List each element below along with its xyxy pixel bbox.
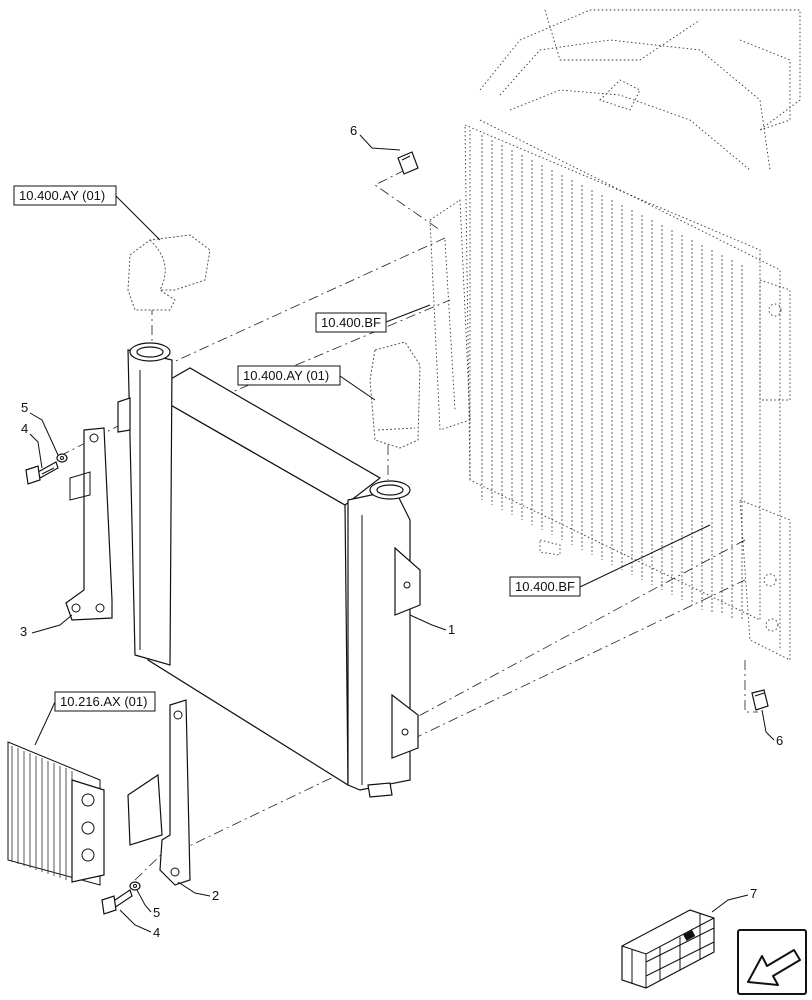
callout-5-left: 5 [21, 400, 28, 415]
svg-text:10.400.BF: 10.400.BF [321, 315, 381, 330]
callout-1: 1 [448, 622, 455, 637]
callout-6-right: 6 [776, 733, 783, 748]
alignment-lines [59, 169, 758, 881]
parts-kit-crate-icon [621, 909, 715, 989]
bracket-lower[interactable] [127, 699, 191, 886]
leader-hose-upper [115, 195, 161, 241]
callout-2: 2 [212, 888, 219, 903]
bolt-bottom [101, 889, 133, 915]
radiator-fins [481, 135, 743, 620]
leader-radiator-upper [385, 304, 431, 323]
clip-right [751, 689, 769, 711]
leader-condenser [34, 701, 56, 746]
charge-air-cooler[interactable] [117, 342, 421, 798]
previous-page-arrow-icon[interactable] [737, 929, 807, 995]
ref-radiator-lower[interactable]: 10.400.BF [509, 576, 581, 597]
washer-left [56, 453, 68, 463]
leader-hose-lower [339, 375, 376, 401]
bolt-left [25, 461, 59, 485]
callout-4-bottom: 4 [153, 925, 160, 940]
callout-6-top: 6 [350, 123, 357, 138]
leader-radiator-lower [579, 524, 711, 588]
condenser [7, 741, 105, 886]
callout-4-left: 4 [21, 421, 28, 436]
svg-text:10.400.AY (01): 10.400.AY (01) [243, 368, 329, 383]
upper-hose [127, 234, 211, 311]
ref-hose-upper[interactable]: 10.400.AY (01) [13, 185, 117, 206]
svg-text:10.400.BF: 10.400.BF [515, 579, 575, 594]
bracket-left[interactable] [65, 427, 113, 621]
clip-top [397, 151, 419, 175]
svg-text:10.400.AY (01): 10.400.AY (01) [19, 188, 105, 203]
lower-hose [369, 341, 421, 449]
ref-condenser[interactable]: 10.216.AX (01) [54, 691, 156, 712]
radiator-assembly [429, 9, 801, 661]
callout-5-bottom: 5 [153, 905, 160, 920]
ref-hose-lower[interactable]: 10.400.AY (01) [237, 365, 341, 386]
svg-text:10.216.AX (01): 10.216.AX (01) [60, 694, 147, 709]
ref-radiator-upper[interactable]: 10.400.BF [315, 312, 387, 333]
callout-7: 7 [750, 886, 757, 901]
washer-bottom [129, 881, 141, 891]
callout-3: 3 [20, 624, 27, 639]
